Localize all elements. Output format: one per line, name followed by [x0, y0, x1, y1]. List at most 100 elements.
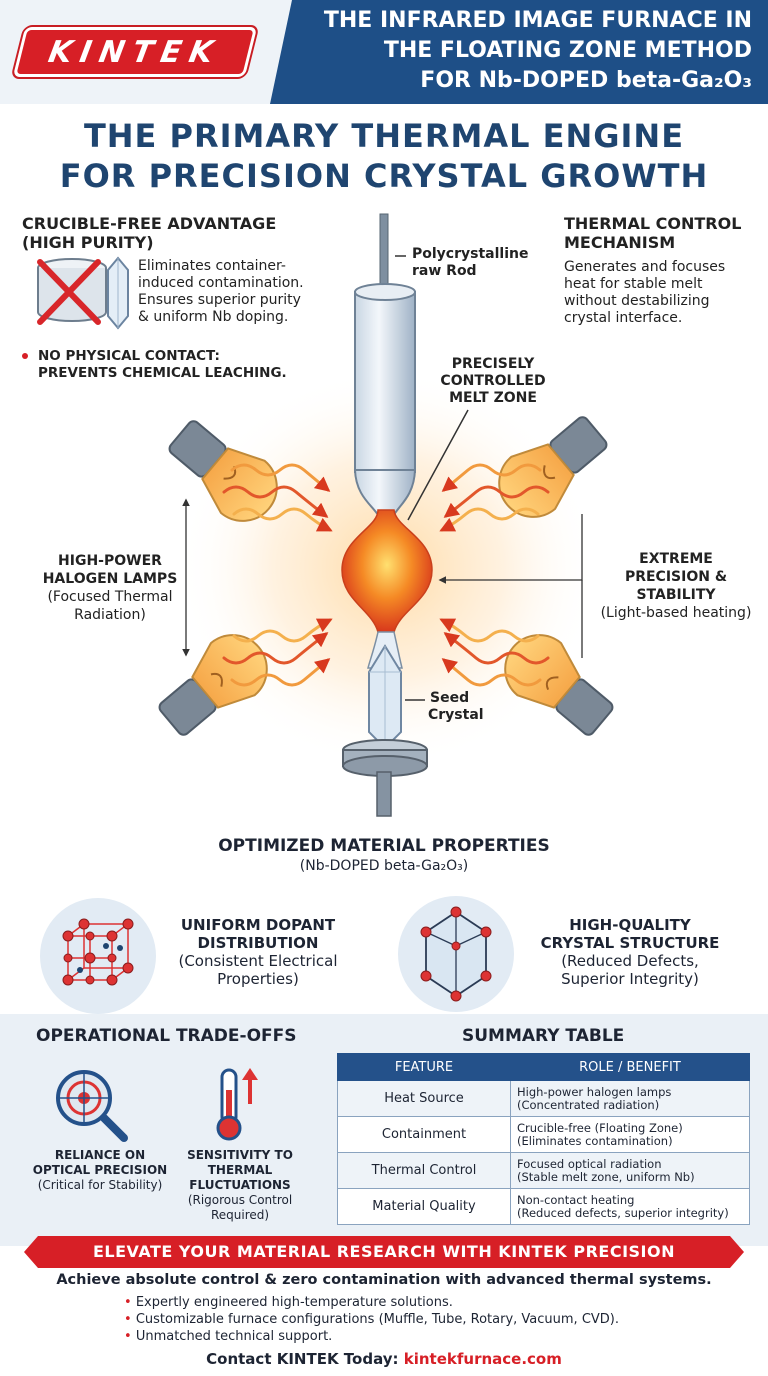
- no-contact-note: NO PHYSICAL CONTACT: PREVENTS CHEMICAL L…: [38, 348, 287, 382]
- role-text: Non-contact heating: [517, 1192, 635, 1207]
- role-text: Crucible-free (Floating Zone): [517, 1120, 683, 1135]
- lattice-icon: [40, 898, 156, 1014]
- page-title-line: FOR PRECISION CRYSTAL GROWTH: [59, 157, 709, 195]
- rod-label-line: raw Rod: [412, 263, 477, 279]
- table-row: Material Quality Non-contact heating(Red…: [337, 1188, 750, 1225]
- melt-label-line: MELT ZONE: [449, 390, 537, 406]
- table-cell-role: Crucible-free (Floating Zone)(Eliminates…: [510, 1116, 750, 1153]
- floating-zone-diagram: [37, 213, 614, 817]
- rod-label: Polycrystalline raw Rod: [412, 246, 528, 280]
- table-row: Containment Crucible-free (Floating Zone…: [337, 1116, 750, 1153]
- melt-label-line: CONTROLLED: [440, 373, 546, 389]
- precision-label: EXTREME PRECISION & STABILITY (Light-bas…: [590, 550, 762, 622]
- tradeoff-label-line: SENSITIVITY TO: [187, 1148, 293, 1162]
- role-detail: (Concentrated radiation): [517, 1097, 660, 1112]
- material-label-line: Properties): [217, 970, 299, 988]
- note-bullet-icon: [22, 353, 28, 359]
- precision-label-line: PRECISION &: [624, 569, 728, 585]
- tradeoff-label-line: FLUCTUATIONS: [189, 1178, 291, 1192]
- lamps-label-line: HALOGEN LAMPS: [42, 571, 178, 587]
- header-title: THE INFRARED IMAGE FURNACE IN THE FLOATI…: [292, 6, 752, 96]
- list-item: Customizable furnace configurations (Muf…: [124, 1311, 619, 1328]
- table-header-cell: ROLE / BENEFIT: [510, 1053, 750, 1081]
- tradeoff-label-line: (Rigorous Control: [187, 1193, 293, 1207]
- role-text: Focused optical radiation: [517, 1156, 662, 1171]
- polycrystalline-rod: [353, 283, 417, 521]
- page-title-line: THE PRIMARY THERMAL ENGINE: [83, 117, 685, 155]
- table-cell-role: Focused optical radiation(Stable melt zo…: [510, 1152, 750, 1189]
- thermal-heading-line: MECHANISM: [564, 233, 676, 252]
- material-label-line: CRYSTAL STRUCTURE: [540, 934, 720, 952]
- kintek-logo[interactable]: KINTEK: [16, 30, 254, 74]
- seed-crystal-label: Seed Crystal: [428, 690, 484, 724]
- tradeoff-label-line: THERMAL: [207, 1163, 273, 1177]
- table-cell-role: Non-contact heating(Reduced defects, sup…: [510, 1188, 750, 1225]
- seed-label-line: Seed: [430, 690, 470, 706]
- table-cell-feature: Containment: [337, 1116, 511, 1153]
- material-label-line: (Consistent Electrical: [178, 952, 338, 970]
- thermal-desc-line: without destabilizing: [564, 293, 710, 309]
- cta-banner: ELEVATE YOUR MATERIAL RESEARCH WITH KINT…: [24, 1236, 744, 1268]
- crucible-desc-line: induced contamination.: [138, 275, 304, 291]
- seed-crystal: [342, 631, 428, 817]
- summary-title: SUMMARY TABLE: [462, 1026, 625, 1046]
- crucible-desc-line: Ensures superior purity: [138, 292, 301, 308]
- material-label-line: Superior Integrity): [561, 970, 699, 988]
- list-item: Expertly engineered high-temperature sol…: [124, 1294, 619, 1311]
- header-title-line: THE FLOATING ZONE METHOD: [383, 38, 752, 63]
- material-item-structure: HIGH-QUALITY CRYSTAL STRUCTURE (Reduced …: [530, 916, 730, 988]
- seed-label-line: Crystal: [428, 707, 484, 723]
- materials-title: OPTIMIZED MATERIAL PROPERTIES: [218, 836, 550, 856]
- crucible-description: Eliminates container- induced contaminat…: [138, 258, 304, 326]
- lamps-label-line: (Focused Thermal: [47, 589, 173, 605]
- lamp-top-right: [498, 416, 608, 518]
- header-title-line: THE INFRARED IMAGE FURNACE IN: [323, 8, 752, 33]
- melt-zone-label: PRECISELY CONTROLLED MELT ZONE: [440, 356, 546, 407]
- page-title: THE PRIMARY THERMAL ENGINE FOR PRECISION…: [0, 116, 768, 196]
- tradeoff-item-optical: RELIANCE ON OPTICAL PRECISION (Critical …: [28, 1148, 172, 1193]
- crucible-heading-line: CRUCIBLE-FREE ADVANTAGE: [22, 214, 277, 233]
- thermal-desc-line: heat for stable melt: [564, 276, 703, 292]
- crucible-icon: [37, 256, 129, 330]
- thermal-desc-line: Generates and focuses: [564, 259, 726, 275]
- list-item: Unmatched technical support.: [124, 1328, 619, 1345]
- crucible-heading: CRUCIBLE-FREE ADVANTAGE (HIGH PURITY): [22, 214, 276, 252]
- table-row: Thermal Control Focused optical radiatio…: [337, 1152, 750, 1189]
- table-row: Heat Source High-power halogen lamps(Con…: [337, 1080, 750, 1117]
- contact-line: Contact KINTEK Today: kintekfurnace.com: [0, 1350, 768, 1368]
- precision-label-line: (Light-based heating): [600, 605, 752, 621]
- tradeoff-label-line: (Critical for Stability): [37, 1178, 163, 1192]
- crucible-desc-line: & uniform Nb doping.: [138, 309, 289, 325]
- rod-label-line: Polycrystalline: [412, 246, 529, 262]
- thermal-desc-line: crystal interface.: [564, 310, 683, 326]
- lamps-label: HIGH-POWER HALOGEN LAMPS (Focused Therma…: [30, 552, 190, 624]
- header: KINTEK THE INFRARED IMAGE FURNACE IN THE…: [0, 0, 768, 104]
- lamps-label-line: HIGH-POWER: [58, 553, 162, 569]
- precision-label-line: EXTREME: [639, 551, 713, 567]
- website-link[interactable]: kintekfurnace.com: [403, 1350, 562, 1368]
- tradeoffs-title: OPERATIONAL TRADE-OFFS: [36, 1026, 297, 1046]
- crucible-heading-line: (HIGH PURITY): [22, 233, 154, 252]
- header-title-line: FOR Nb-DOPED beta-Ga₂O₃: [420, 68, 752, 93]
- table-header-row: FEATURE ROLE / BENEFIT: [337, 1053, 750, 1081]
- role-detail: (Eliminates contamination): [517, 1133, 673, 1148]
- cta-bullet-list: Expertly engineered high-temperature sol…: [124, 1294, 619, 1345]
- melt-label-line: PRECISELY: [451, 356, 535, 372]
- melt-label-leader: [407, 409, 469, 521]
- role-detail: (Reduced defects, superior integrity): [517, 1205, 729, 1220]
- thermal-control-heading: THERMAL CONTROL MECHANISM: [564, 214, 741, 252]
- logo-text: KINTEK: [45, 34, 224, 70]
- summary-table: FEATURE ROLE / BENEFIT Heat Source High-…: [337, 1053, 750, 1225]
- rod-holder: [379, 213, 389, 289]
- thermal-heading-line: THERMAL CONTROL: [564, 214, 742, 233]
- table-cell-feature: Heat Source: [337, 1080, 511, 1117]
- material-label-line: HIGH-QUALITY: [569, 916, 691, 934]
- target-magnifier-icon: [56, 1070, 128, 1142]
- role-detail: (Stable melt zone, uniform Nb): [517, 1169, 695, 1184]
- lamp-bottom-right: [504, 634, 614, 736]
- note-line: NO PHYSICAL CONTACT:: [38, 348, 220, 364]
- heat-waves: [222, 463, 550, 687]
- lamp-top-left: [168, 420, 278, 522]
- lamps-label-line: Radiation): [74, 607, 146, 623]
